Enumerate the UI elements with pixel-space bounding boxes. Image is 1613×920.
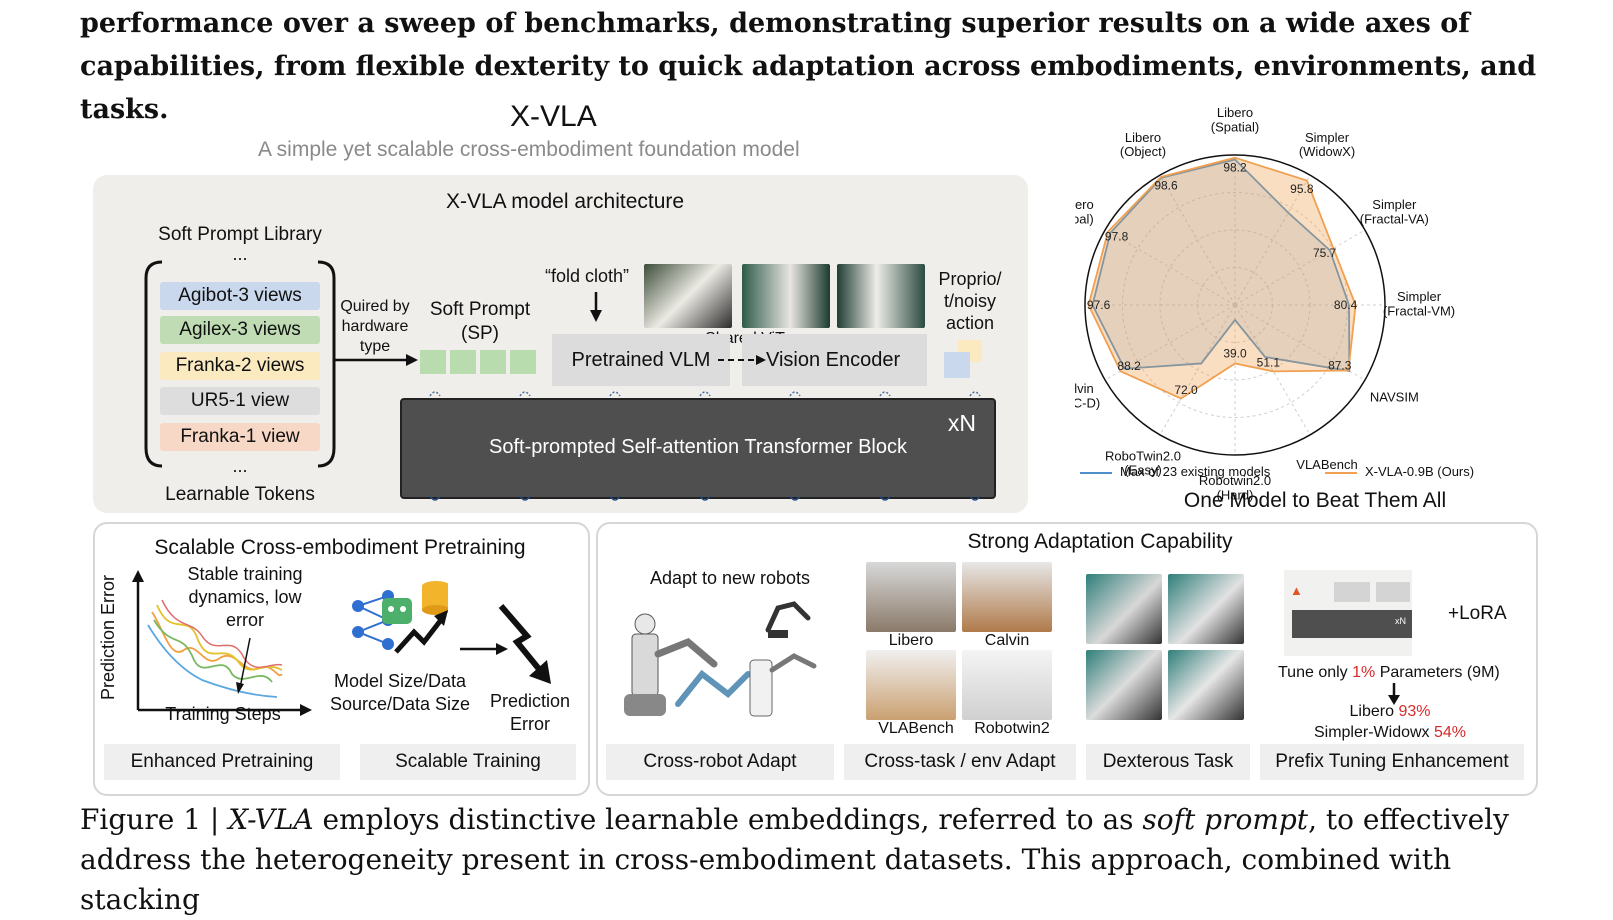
radar-value-label: 88.2	[1117, 359, 1141, 373]
vision-encoder-label: Vision Encoder	[766, 349, 900, 371]
legend-existing-label: Max of 23 existing models	[1120, 464, 1270, 479]
library-title: Soft Prompt Library	[140, 224, 340, 246]
radar-value-label: 39.0	[1223, 347, 1247, 361]
new-robots-label: Adapt to new robots	[630, 568, 830, 589]
prompt-franka1: Franka-1 view	[160, 423, 320, 451]
radar-value-label: 95.8	[1290, 182, 1314, 196]
dexterous-image-4	[1168, 650, 1244, 720]
stable-note: Stable training dynamics, low error	[180, 563, 310, 632]
library-ellipsis-bottom: ...	[140, 456, 340, 477]
legend-existing-swatch	[1080, 472, 1112, 474]
label-prefix-tuning: Prefix Tuning Enhancement	[1260, 744, 1524, 780]
instruction-text: “fold cloth”	[545, 266, 629, 287]
label-dexterous: Dexterous Task	[1086, 744, 1250, 780]
label-scalable-training: Scalable Training	[360, 744, 576, 780]
model-size-label: Model Size/Data Source/Data Size	[325, 670, 475, 716]
vlm-to-encoder-arrow	[718, 353, 766, 367]
observation-image-3	[837, 264, 925, 328]
label-cross-robot: Cross-robot Adapt	[606, 744, 834, 780]
error-down-arrow	[497, 602, 557, 686]
pretrained-vlm-box: Pretrained VLM	[552, 334, 730, 386]
robots-illustration	[618, 594, 848, 724]
prompt-agibot: Agibot-3 views	[160, 282, 320, 310]
soft-prompt-tokens	[420, 350, 536, 374]
radar-value-label: 87.3	[1328, 358, 1352, 372]
figure-subtitle: A simple yet scalable cross-embodiment f…	[258, 138, 800, 162]
library-footer: Learnable Tokens	[140, 484, 340, 506]
adaptation-title: Strong Adaptation Capability	[900, 530, 1300, 554]
dexterous-image-3	[1086, 650, 1162, 720]
legend-ours-swatch	[1325, 472, 1357, 474]
fire-icon: ▲	[1290, 584, 1304, 598]
radar-value-label: 72.0	[1174, 383, 1198, 397]
pretraining-y-axis: Prediction Error	[98, 575, 119, 700]
label-enhanced-pretraining: Enhanced Pretraining	[104, 744, 340, 780]
prompt-agilex: Agilex-3 views	[160, 316, 320, 344]
radar-value-label: 98.2	[1223, 161, 1247, 175]
prediction-error-label: Prediction Error	[480, 690, 580, 736]
pretraining-title: Scalable Cross-embodiment Pretraining	[100, 536, 580, 560]
soft-prompt-label: Soft Prompt (SP)	[420, 298, 540, 346]
radar-value-label: 98.6	[1154, 179, 1178, 193]
prompt-ur5: UR5-1 view	[160, 387, 320, 415]
radar-value-label: 80.4	[1334, 298, 1358, 312]
radar-value-label: 75.7	[1313, 246, 1337, 260]
prefix-tuning-diagram: ▲ xN	[1284, 570, 1412, 656]
legend-ours-label: X-VLA-0.9B (Ours)	[1365, 464, 1474, 479]
radar-axis-label: Simpler(WidowX)	[1299, 130, 1355, 159]
radar-legend: Max of 23 existing models X-VLA-0.9B (Ou…	[1080, 462, 1550, 482]
architecture-title: X-VLA model architecture	[400, 190, 730, 214]
benchmark-image-libero	[866, 562, 956, 632]
radar-axis-label: Calvin(ABC-D)	[1075, 381, 1100, 410]
queried-arrow	[334, 352, 418, 368]
radar-value-label: 51.1	[1257, 356, 1281, 370]
simpler-result: Simpler-Widowx 54%	[1290, 724, 1490, 742]
tune-parameters-text: Tune only 1% Parameters (9M)	[1278, 664, 1500, 682]
prefix-block-repeat: xN	[1395, 616, 1406, 626]
benchmark-image-calvin	[962, 562, 1052, 632]
prompt-franka2: Franka-2 views	[160, 352, 320, 380]
benchmark-label-robotwin2: Robotwin2	[962, 720, 1062, 738]
benchmark-label-vlabench: VLABench	[866, 720, 966, 738]
benchmark-label-libero: Libero	[866, 632, 956, 650]
pretraining-x-axis: Training Steps	[128, 704, 318, 725]
vision-encoder-box: Vision Encoder	[742, 334, 927, 386]
radar-axis-label: Libero(Object)	[1120, 130, 1166, 159]
instruction-arrow	[588, 292, 604, 322]
benchmark-image-robotwin2	[962, 650, 1052, 720]
lora-label: +LoRA	[1448, 603, 1507, 625]
radar-axis-label: Simpler(Fractal-VM)	[1383, 289, 1455, 318]
radar-title: One Model to Beat Them All	[1090, 489, 1540, 513]
radar-axis-label: Libero(Spatial)	[1211, 105, 1259, 134]
dexterous-image-2	[1168, 574, 1244, 644]
observation-image-1	[644, 264, 732, 328]
figure-caption: Figure 1 | X-VLA employs distinctive lea…	[80, 800, 1560, 920]
observation-image-2	[742, 264, 830, 328]
radar-axis-label: Libero(Goal)	[1075, 197, 1094, 226]
proprio-tokens	[944, 340, 986, 382]
label-cross-task: Cross-task / env Adapt	[844, 744, 1076, 780]
tune-down-arrow	[1386, 683, 1402, 705]
queried-by-label: Quired by hardware type	[335, 297, 415, 357]
radar-value-label: 97.8	[1105, 230, 1129, 244]
radar-value-label: 97.6	[1087, 298, 1111, 312]
figure-title: X-VLA	[510, 100, 597, 134]
radar-axis-label: Simpler(Fractal-VA)	[1360, 197, 1429, 226]
radar-axis-label: NAVSIM	[1370, 390, 1419, 405]
libero-result: Libero 93%	[1290, 703, 1490, 721]
transformer-connectors	[400, 386, 1000, 508]
scaling-icon	[348, 576, 448, 666]
benchmark-image-vlabench	[866, 650, 956, 720]
proprio-label: Proprio/ t/noisy action	[930, 268, 1010, 334]
pretrained-vlm-label: Pretrained VLM	[572, 349, 711, 371]
prefix-block: xN	[1292, 610, 1412, 638]
dexterous-image-1	[1086, 574, 1162, 644]
benchmark-label-calvin: Calvin	[962, 632, 1052, 650]
